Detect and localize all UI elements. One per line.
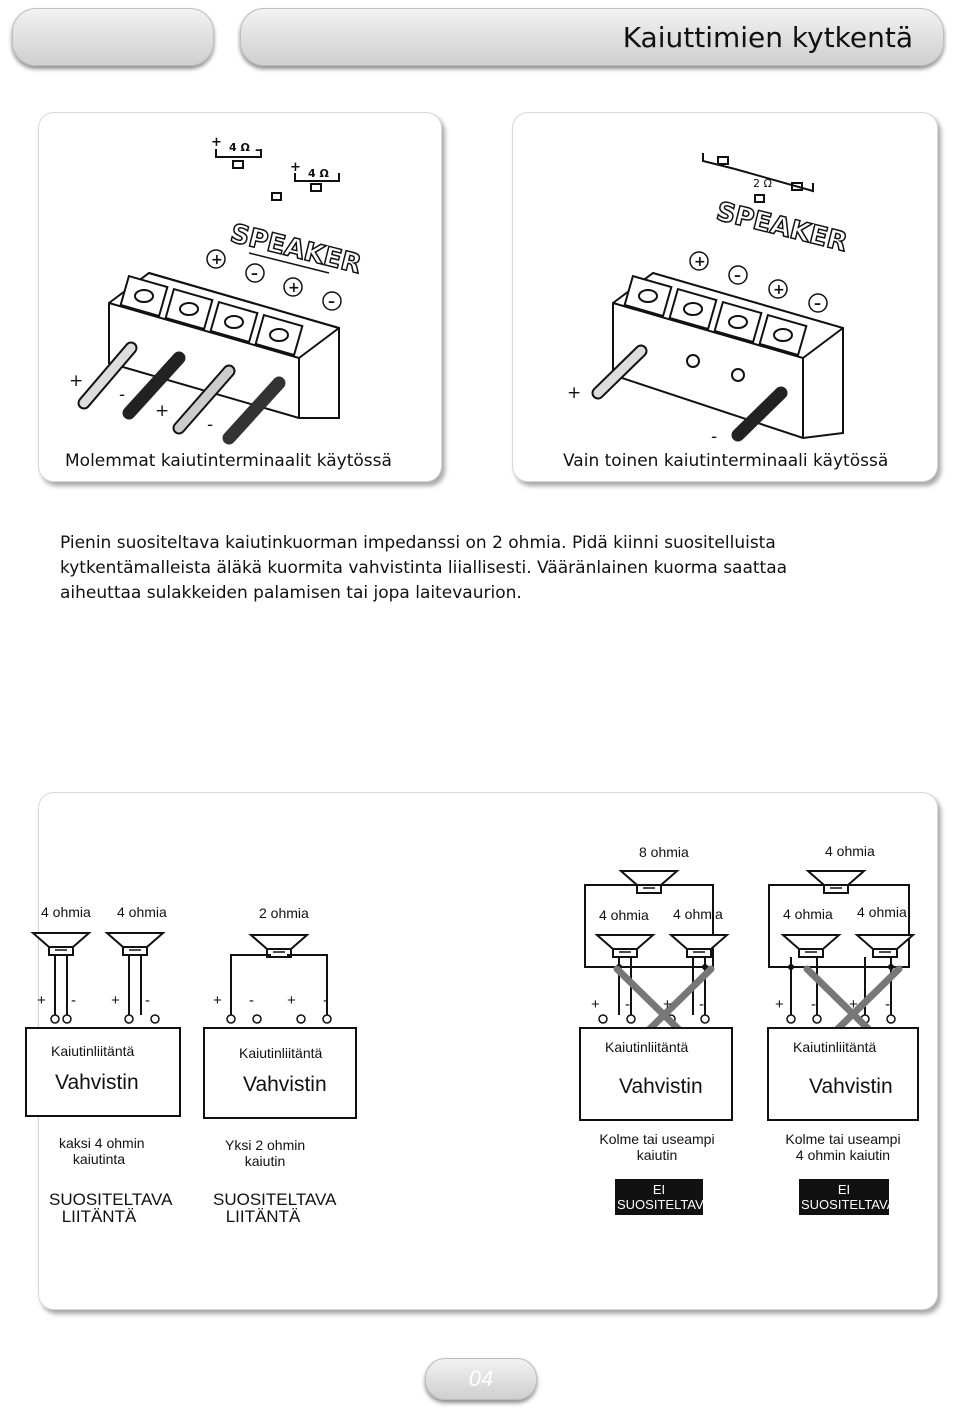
- legend-ohm-2: 4 Ω: [308, 167, 329, 180]
- speaker-impedance-label: 4 ohmia: [825, 843, 875, 859]
- impedance-notice: Pienin suositeltava kaiutinkuorman imped…: [60, 531, 860, 606]
- connector-label: Kaiutinliitäntä: [239, 1045, 323, 1061]
- terminal-marker: -: [711, 427, 718, 447]
- description-line: Yksi 2 ohmin: [225, 1137, 306, 1153]
- config-description: Kolme tai useampi kaiutin: [593, 1131, 721, 1163]
- config-description: Yksi 2 ohmin kaiutin: [225, 1137, 305, 1169]
- speaker-panel-word-b: SPEAKER: [713, 197, 850, 258]
- notice-line: Pienin suositeltava kaiutinkuorman imped…: [60, 533, 776, 553]
- terminal-marker: +: [155, 401, 170, 421]
- description-line: kaksi 4 ohmin: [59, 1135, 145, 1151]
- verdict-line: EI: [837, 1182, 851, 1197]
- amplifier-box: Kaiutinliitäntä Vahvistin: [767, 1027, 919, 1121]
- svg-text:–: –: [328, 294, 335, 310]
- polarity-minus: -: [811, 996, 816, 1013]
- header-bar: Kaiuttimien kytkentä: [240, 8, 944, 66]
- verdict-line: SUOSITELTAVA: [49, 1190, 173, 1209]
- legend-plus-1: +: [211, 135, 222, 150]
- svg-text:+: +: [211, 252, 223, 268]
- description-line: 4 ohmin kaiutin: [795, 1147, 891, 1163]
- polarity-plus: +: [849, 996, 858, 1013]
- polarity-plus: +: [287, 992, 296, 1009]
- legend-ohm-b: 2 Ω: [753, 177, 772, 190]
- description-line: kaiutinta: [72, 1151, 126, 1167]
- config-description: kaksi 4 ohmin kaiutinta: [59, 1135, 145, 1167]
- terminal-block-illustration-b: 2 Ω SPEAKER + – + –: [591, 153, 851, 442]
- description-line: Kolme tai useampi: [599, 1131, 715, 1147]
- amplifier-label: Vahvistin: [619, 1075, 703, 1098]
- speaker-impedance-label: 4 ohmia: [857, 904, 907, 920]
- svg-text:+: +: [773, 282, 785, 298]
- polarity-minus: -: [885, 996, 890, 1013]
- page-title: Kaiuttimien kytkentä: [622, 21, 913, 54]
- not-recommended-badge: EI SUOSITELTAVA: [615, 1179, 712, 1215]
- connector-label: Kaiutinliitäntä: [605, 1039, 689, 1055]
- amplifier-box: Kaiutinliitäntä Vahvistin: [25, 1027, 181, 1117]
- terminal-marker: +: [69, 371, 84, 391]
- polarity-plus: +: [37, 992, 46, 1009]
- verdict-line: SUOSITELTAVA: [801, 1197, 896, 1212]
- example-both-terminals-panel: + 4 Ω – + 4 Ω – SPEAKER + – + –: [38, 112, 442, 482]
- description-line: Kolme tai useampi: [785, 1131, 901, 1147]
- page-number-pill: 04: [425, 1358, 537, 1400]
- verdict-line: SUOSITELTAVA: [617, 1197, 712, 1212]
- svg-text:–: –: [251, 266, 258, 282]
- amplifier-label: Vahvistin: [809, 1075, 893, 1098]
- recommended-verdict: SUOSITELTAVA LIITÄNTÄ: [49, 1190, 173, 1226]
- polarity-minus: -: [625, 996, 630, 1013]
- verdict-line: SUOSITELTAVA: [213, 1190, 337, 1209]
- polarity-minus: -: [699, 996, 704, 1013]
- example-single-terminal-panel: 2 Ω SPEAKER + – + –: [512, 112, 938, 482]
- recommended-verdict: SUOSITELTAVA LIITÄNTÄ: [213, 1190, 337, 1226]
- configurations-panel: 4 ohmia 4 ohmia + - + - Kaiutinliitäntä …: [25, 792, 938, 1310]
- description-line: kaiutin: [636, 1147, 678, 1163]
- terminal-marker: -: [119, 385, 126, 405]
- amplifier-box: Kaiutinliitäntä Vahvistin: [203, 1027, 357, 1119]
- svg-text:–: –: [734, 268, 741, 284]
- polarity-minus: -: [249, 992, 254, 1009]
- speaker-impedance-label: 8 ohmia: [639, 844, 689, 860]
- polarity-plus: +: [591, 996, 600, 1013]
- polarity-plus: +: [213, 992, 222, 1009]
- legend-ohm-1: 4 Ω: [229, 141, 250, 154]
- polarity-minus: -: [323, 992, 328, 1009]
- terminal-marker: +: [567, 383, 582, 403]
- page-number: 04: [468, 1366, 494, 1391]
- terminal-marker: -: [207, 415, 214, 435]
- notice-line: aiheuttaa sulakkeiden palamisen tai jopa…: [60, 583, 522, 603]
- verdict-line: LIITÄNTÄ: [61, 1207, 137, 1226]
- connector-label: Kaiutinliitäntä: [793, 1039, 877, 1055]
- svg-text:+: +: [290, 160, 301, 175]
- verdict-line: EI: [652, 1182, 666, 1197]
- svg-text:–: –: [814, 296, 821, 312]
- caption-single-terminal: Vain toinen kaiutinterminaali käytössä: [563, 451, 889, 471]
- svg-text:+: +: [694, 254, 706, 270]
- config-description: Kolme tai useampi 4 ohmin kaiutin: [779, 1131, 907, 1163]
- amplifier-box: Kaiutinliitäntä Vahvistin: [579, 1027, 733, 1121]
- svg-text:–: –: [334, 174, 341, 189]
- polarity-plus: +: [663, 996, 672, 1013]
- verdict-line: LIITÄNTÄ: [225, 1207, 301, 1226]
- svg-text:+: +: [288, 280, 300, 296]
- connector-label: Kaiutinliitäntä: [51, 1043, 135, 1059]
- speaker-impedance-label: 4 ohmia: [599, 907, 649, 923]
- speaker-impedance-label: 4 ohmia: [117, 904, 167, 920]
- speaker-impedance-label: 2 ohmia: [259, 905, 309, 921]
- caption-both-terminals: Molemmat kaiutinterminaalit käytössä: [65, 451, 392, 471]
- polarity-plus: +: [775, 996, 784, 1013]
- polarity-minus: -: [71, 992, 76, 1009]
- polarity-minus: -: [145, 992, 150, 1009]
- amplifier-label: Vahvistin: [55, 1071, 139, 1094]
- svg-text:–: –: [255, 143, 262, 158]
- not-recommended-badge: EI SUOSITELTAVA: [799, 1179, 896, 1215]
- speaker-impedance-label: 4 ohmia: [673, 906, 723, 922]
- header-left-tab: [12, 8, 214, 66]
- polarity-plus: +: [111, 992, 120, 1009]
- terminal-block-illustration-a: + 4 Ω – + 4 Ω – SPEAKER + – + –: [77, 135, 365, 445]
- description-line: kaiutin: [244, 1153, 286, 1169]
- speaker-impedance-label: 4 ohmia: [783, 906, 833, 922]
- amplifier-label: Vahvistin: [243, 1073, 327, 1096]
- speaker-impedance-label: 4 ohmia: [41, 904, 91, 920]
- notice-line: kytkentämalleista äläkä kuormita vahvist…: [60, 558, 788, 578]
